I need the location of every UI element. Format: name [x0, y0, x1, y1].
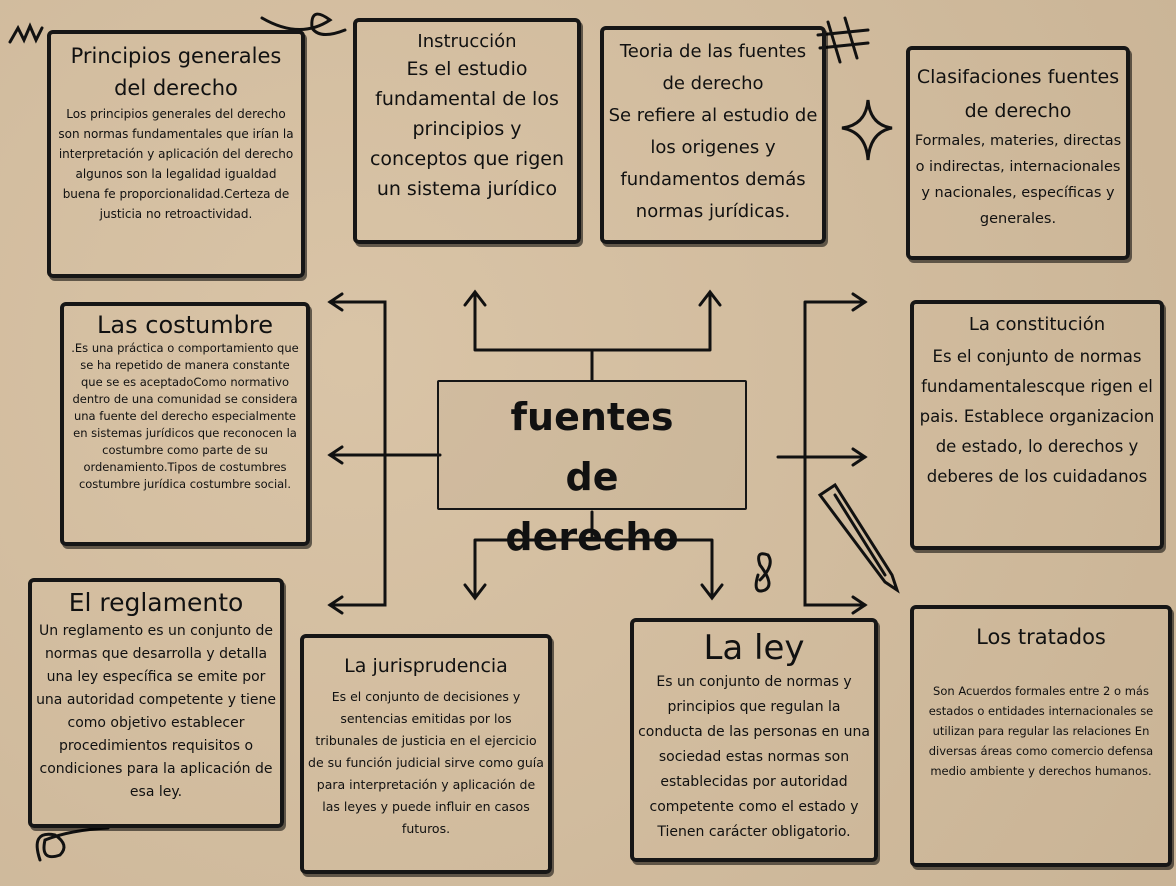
box-clasificaciones: Clasifaciones fuentes de derecho Formale… — [906, 46, 1130, 260]
arrow-up-left — [463, 289, 487, 307]
instruccion-title: Instrucción — [417, 31, 517, 52]
center-title: fuentes de derecho — [505, 395, 679, 559]
connector-top — [473, 293, 712, 382]
scribble-decoration — [8, 22, 44, 44]
constitucion-title: La constitución — [968, 314, 1106, 335]
arrow-left-mid — [327, 445, 344, 465]
pencil-icon — [817, 482, 900, 594]
reglamento-title: El reglamento — [68, 588, 244, 617]
sparkle-icon — [841, 99, 893, 161]
teoria-text: Se refiere al estudio de los origenes y … — [608, 105, 818, 222]
box-constitucion: La constitución Es el conjunto de normas… — [910, 300, 1164, 550]
box-teoria: Teoria de las fuentes de derecho Se refi… — [600, 26, 826, 244]
connector-left — [328, 300, 442, 607]
box-ley: La ley Es un conjunto de normas y princi… — [630, 618, 878, 862]
costumbre-title: Las costumbre — [97, 311, 273, 339]
center-node: fuentes de derecho — [437, 380, 747, 559]
box-tratados: Los tratados Son Acuerdos formales entre… — [910, 605, 1172, 867]
arrow-right-top — [851, 292, 868, 312]
spiral-decoration — [754, 552, 772, 593]
arrow-down-left — [463, 583, 487, 601]
hash-decoration — [816, 16, 870, 64]
arrow-right-bottom — [851, 595, 868, 615]
ley-text: Es un conjunto de normas y principios qu… — [638, 674, 870, 840]
connector-bottom — [473, 510, 714, 597]
teoria-title: Teoria de las fuentes de derecho — [619, 41, 807, 94]
reglamento-text: Un reglamento es un conjunto de normas q… — [36, 623, 276, 800]
box-costumbre: Las costumbre .Es una práctica o comport… — [60, 302, 310, 546]
box-reglamento: El reglamento Un reglamento es un conjun… — [28, 578, 284, 828]
tratados-title: Los tratados — [976, 625, 1106, 649]
loop-decoration — [260, 12, 347, 36]
box-instruccion: Instrucción Es el estudio fundamental de… — [353, 18, 581, 244]
arrow-right-mid — [851, 447, 868, 467]
tratados-text: Son Acuerdos formales entre 2 o más esta… — [928, 684, 1154, 778]
jurisprudencia-text: Es el conjunto de decisiones y sentencia… — [308, 689, 544, 836]
clasificaciones-text: Formales, materies, directas o indirecta… — [914, 133, 1122, 227]
clasificaciones-title: Clasifaciones fuentes de derecho — [916, 66, 1120, 122]
arrow-left-bottom — [327, 595, 344, 615]
arrow-up-right — [698, 289, 722, 307]
instruccion-text: Es el estudio fundamental de los princip… — [369, 58, 565, 200]
connector-right — [776, 300, 867, 607]
arrow-left-top — [327, 292, 344, 312]
jurisprudencia-title: La jurisprudencia — [344, 655, 508, 677]
box-principios: Principios generales del derecho Los pri… — [47, 30, 305, 278]
constitucion-text: Es el conjunto de normas fundamentalescq… — [919, 347, 1155, 486]
ley-title: La ley — [703, 628, 805, 668]
box-jurisprudencia: La jurisprudencia Es el conjunto de deci… — [300, 634, 552, 874]
principios-text: Los principios generales del derecho son… — [58, 107, 294, 221]
principios-title: Principios generales del derecho — [70, 44, 282, 100]
costumbre-text: .Es una práctica o comportamiento que se… — [71, 341, 299, 491]
curl-arrow-decoration — [35, 826, 110, 862]
arrow-down-right — [700, 583, 724, 601]
